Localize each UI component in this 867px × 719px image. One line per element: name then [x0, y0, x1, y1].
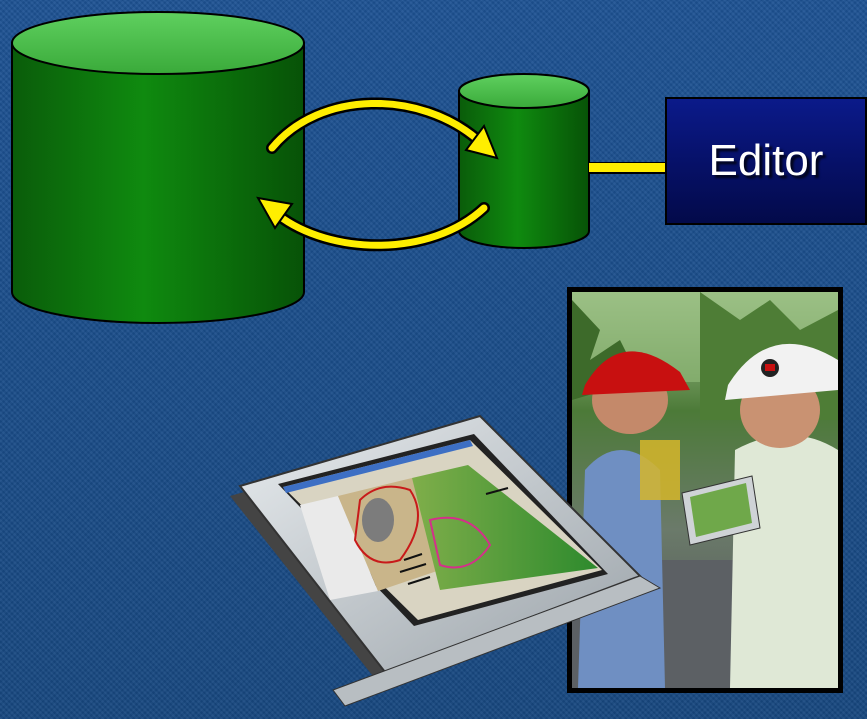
- field-workers-photo: [567, 287, 843, 693]
- large-database-icon: [11, 11, 305, 324]
- editor-box: Editor: [665, 97, 867, 225]
- connector-line: [589, 162, 667, 174]
- small-database-icon: [458, 73, 590, 249]
- tablet-pc-icon: [230, 414, 662, 707]
- editor-label: Editor: [708, 136, 824, 185]
- sync-arrows-icon: [256, 97, 499, 252]
